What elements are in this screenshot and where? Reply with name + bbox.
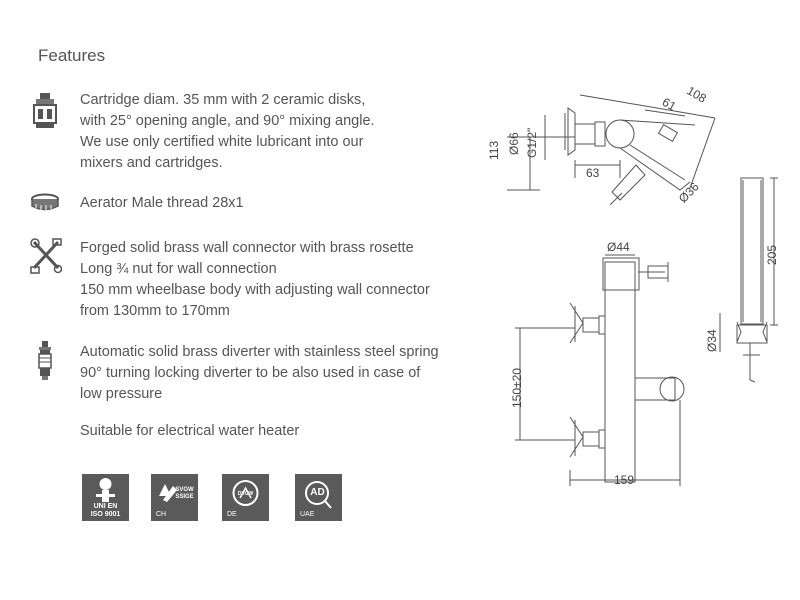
dim-113: 113 — [487, 141, 501, 160]
dim-36: Ø36 — [676, 179, 702, 205]
feature-line: Forged solid brass wall connector with b… — [80, 240, 414, 256]
feature-line: We use only certified white lubricant in… — [80, 134, 364, 150]
feature-line: Long ¾ nut for wall connection — [80, 261, 277, 277]
iso-logo-icon — [96, 478, 115, 502]
cert-country: CH — [156, 511, 167, 518]
certification-ch: SVGW SSIGE CH — [151, 474, 198, 521]
feature-line: 150 mm wheelbase body with adjusting wal… — [80, 282, 430, 298]
dim-34: Ø34 — [705, 329, 719, 352]
dim-44: Ø44 — [607, 240, 630, 254]
feature-diverter: Automatic solid brass diverter with stai… — [80, 342, 439, 405]
feature-line: with 25° opening angle, and 90° mixing a… — [80, 113, 375, 129]
diverter-icon — [38, 341, 52, 386]
dim-g12: G1/2" — [525, 128, 539, 158]
feature-water-heater: Suitable for electrical water heater — [80, 421, 299, 442]
certification-uae: AD UAE — [295, 474, 342, 521]
cert-text: SVGW — [175, 487, 194, 493]
dim-108: 108 — [684, 84, 709, 106]
dim-205: 205 — [765, 245, 779, 265]
feature-wall-connector: Forged solid brass wall connector with b… — [80, 238, 430, 322]
certification-iso: UNI EN ISO 9001 — [82, 474, 129, 521]
dvgw-logo-icon — [232, 480, 259, 506]
feature-line: Cartridge diam. 35 mm with 2 ceramic dis… — [80, 92, 366, 108]
dim-150: 150±20 — [510, 368, 524, 408]
cert-text: AD — [310, 487, 325, 498]
certification-de: DVGW DE — [222, 474, 269, 521]
cert-text: DVGW — [237, 491, 254, 497]
features-heading: Features — [38, 46, 106, 65]
cert-text: UNI EN — [93, 503, 118, 510]
feature-line: Suitable for electrical water heater — [80, 423, 300, 439]
feature-line: mixers and cartridges. — [80, 155, 223, 171]
feature-line: Aerator Male thread 28x1 — [80, 195, 244, 211]
cert-text: SSIGE — [175, 494, 194, 500]
cert-text: ISO 9001 — [90, 511, 121, 518]
tools-icon — [30, 238, 63, 279]
ad-logo-icon — [305, 481, 332, 509]
feature-line: Automatic solid brass diverter with stai… — [80, 344, 439, 360]
cert-country: DE — [227, 511, 237, 518]
dim-61: 61 — [660, 95, 679, 114]
cert-country: UAE — [300, 511, 315, 518]
dim-66: Ø66 — [507, 132, 521, 155]
dim-63: 63 — [586, 166, 600, 180]
cartridge-icon — [32, 93, 58, 134]
technical-drawing: 108 61 113 Ø66 G1/2" 63 Ø36 Ø44 150±20 1… — [487, 84, 779, 487]
feature-line: 90° turning locking diverter to be also … — [80, 365, 421, 381]
svgw-logo-icon — [159, 484, 177, 502]
feature-aerator: Aerator Male thread 28x1 — [80, 193, 244, 214]
feature-line: low pressure — [80, 386, 163, 402]
feature-line: from 130mm to 170mm — [80, 303, 230, 319]
dim-159: 159 — [614, 473, 634, 487]
feature-cartridge: Cartridge diam. 35 mm with 2 ceramic dis… — [80, 90, 375, 174]
aerator-icon — [30, 193, 60, 218]
